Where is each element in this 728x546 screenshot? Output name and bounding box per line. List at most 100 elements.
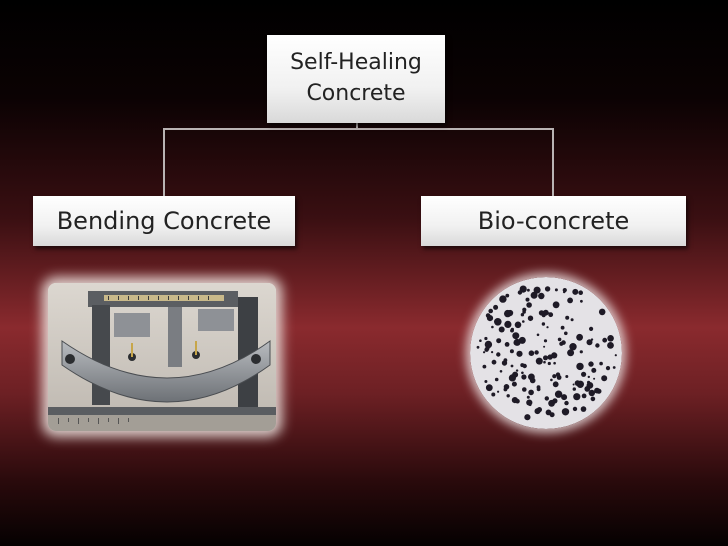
pore: [522, 310, 526, 314]
pore: [509, 349, 514, 354]
pore: [512, 332, 520, 340]
pore: [563, 290, 566, 294]
pore: [546, 326, 549, 329]
pore: [543, 355, 548, 361]
pore: [614, 354, 617, 357]
bending-concrete-photo: [48, 283, 276, 431]
pore: [528, 373, 535, 381]
pore: [504, 320, 512, 328]
pore: [510, 328, 514, 333]
pore: [572, 406, 578, 412]
pore: [485, 346, 490, 351]
pore: [543, 360, 546, 364]
pore: [488, 308, 493, 314]
pore: [544, 286, 551, 292]
pore: [494, 318, 502, 326]
pore: [536, 385, 541, 390]
pore: [593, 377, 596, 380]
pore: [522, 387, 527, 392]
pore: [569, 343, 577, 351]
pore: [522, 288, 525, 291]
pore: [501, 360, 508, 366]
pore: [483, 351, 486, 354]
pore: [547, 361, 551, 366]
pore: [561, 394, 568, 401]
pore: [589, 326, 594, 331]
pore: [565, 315, 570, 320]
pore: [572, 288, 579, 295]
connector-root-stem: [356, 123, 358, 130]
pore: [591, 367, 597, 373]
pore: [586, 339, 593, 346]
pore: [491, 392, 496, 397]
pore: [496, 338, 502, 344]
pore: [588, 389, 595, 397]
pore: [595, 343, 600, 348]
pore: [552, 374, 557, 379]
pore: [565, 375, 569, 378]
pore: [511, 381, 517, 387]
pore: [572, 383, 575, 386]
root-node-label-line2: Concrete: [306, 81, 406, 106]
pore: [521, 371, 524, 375]
pore: [573, 393, 581, 401]
pore: [506, 312, 510, 316]
pore: [510, 364, 514, 368]
pore: [555, 372, 561, 377]
pore: [551, 352, 558, 359]
pore: [552, 398, 558, 404]
pore: [526, 302, 532, 308]
pore: [567, 297, 573, 304]
pore: [581, 371, 587, 377]
pore: [513, 338, 521, 346]
pore: [561, 408, 570, 416]
pore: [485, 384, 493, 392]
pore: [533, 286, 541, 294]
pore: [536, 359, 539, 362]
pore: [579, 350, 583, 354]
pore: [554, 390, 563, 398]
connector-horizontal: [163, 128, 554, 130]
root-node-label-line1: Self-Healing: [290, 50, 422, 75]
pore: [570, 318, 574, 322]
pore: [505, 293, 510, 298]
pore: [538, 292, 545, 300]
pore: [576, 380, 584, 388]
pore: [497, 390, 500, 393]
pore: [485, 313, 491, 318]
child-node-bending-concrete: Bending Concrete: [33, 196, 295, 246]
pore: [522, 320, 525, 323]
pore: [484, 336, 488, 341]
pore: [584, 386, 591, 392]
pore: [482, 364, 487, 369]
pore: [612, 366, 616, 369]
pore: [494, 377, 499, 382]
pore: [605, 366, 611, 371]
pore: [526, 395, 530, 399]
root-node-self-healing-concrete: Self-Healing Concrete: [267, 35, 445, 123]
pore: [528, 389, 534, 396]
pore: [511, 397, 518, 404]
pore: [602, 337, 608, 343]
pore: [484, 380, 488, 383]
bio-concrete-cross-section: [470, 277, 622, 429]
pore: [543, 345, 546, 348]
pore: [520, 313, 525, 317]
pore: [541, 322, 546, 326]
bio-concrete-label: Bio-concrete: [477, 207, 630, 235]
pore: [548, 312, 554, 318]
pore: [524, 414, 531, 421]
pore: [581, 393, 587, 399]
pore: [530, 291, 538, 299]
pore: [528, 403, 532, 407]
pore: [476, 345, 480, 349]
pore: [564, 400, 569, 406]
pore: [499, 370, 503, 373]
pore: [535, 357, 543, 365]
bending-concrete-label: Bending Concrete: [56, 207, 272, 235]
pore: [564, 331, 568, 336]
pore: [578, 290, 583, 295]
pore: [590, 396, 596, 402]
pore: [521, 374, 527, 380]
pore: [515, 369, 519, 372]
